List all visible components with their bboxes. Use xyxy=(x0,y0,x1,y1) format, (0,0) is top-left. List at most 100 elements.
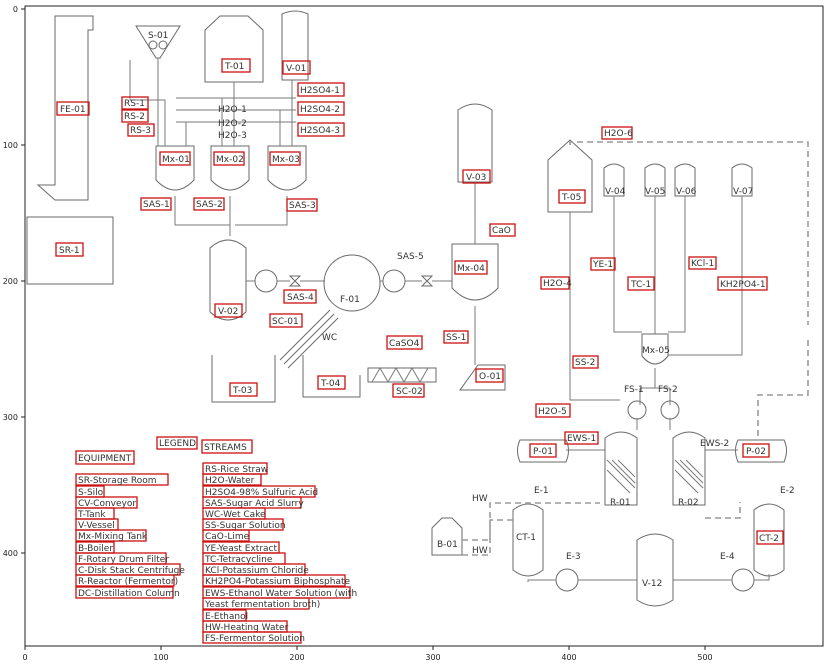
legend-equipment-item: C-Disk Stack Centrifuge xyxy=(75,563,185,576)
label-e3: E-3 xyxy=(566,552,581,562)
label-hw: HW xyxy=(472,546,488,556)
label-rs3: RS-3 xyxy=(127,123,155,137)
label-e2: E-2 xyxy=(780,486,795,496)
svg-text:B-Boiler: B-Boiler xyxy=(78,544,113,554)
svg-text:P-02: P-02 xyxy=(746,447,766,457)
recycle-line xyxy=(569,141,809,440)
x-axis: 0 100 200 300 400 500 xyxy=(22,646,713,662)
legend: LEGEND EQUIPMENT STREAMS SR-Storage Room… xyxy=(75,436,357,644)
pump-e4-shape xyxy=(731,568,755,592)
label-rs2: RS-2 xyxy=(121,109,149,123)
svg-text:T-04: T-04 xyxy=(320,379,341,389)
legend-stream-item: CaO-Lime xyxy=(202,529,250,542)
vessel-v03-shape xyxy=(457,103,493,183)
svg-text:CaSO4: CaSO4 xyxy=(389,339,420,349)
label-b01: B-01 xyxy=(437,540,458,550)
label-v05: V-05 xyxy=(645,187,665,197)
label-kci1: KCl-1 xyxy=(688,256,717,270)
svg-text:R-Reactor (Fermentor): R-Reactor (Fermentor) xyxy=(78,577,178,587)
svg-text:H2O-6: H2O-6 xyxy=(604,129,633,139)
legend-equipment-item: CV-Conveyor xyxy=(75,496,138,509)
legend-stream-item: YE-Yeast Extract xyxy=(202,541,280,554)
y-tick-label: 100 xyxy=(3,141,18,150)
reactor-r01-shape xyxy=(604,431,638,506)
legend-stream-item: HW-Heating Water xyxy=(202,620,289,633)
vessel-v12-shape xyxy=(636,533,674,607)
mixer-mx05-shape xyxy=(641,333,669,365)
svg-text:SC-02: SC-02 xyxy=(396,387,423,397)
svg-text:SAS-2: SAS-2 xyxy=(196,200,223,210)
svg-text:SR-1: SR-1 xyxy=(59,246,80,256)
svg-text:Mx-04: Mx-04 xyxy=(457,264,485,274)
svg-text:Yeast fermentation broth): Yeast fermentation broth) xyxy=(204,600,320,610)
label-ye1: YE-1 xyxy=(590,257,616,271)
svg-text:V-02: V-02 xyxy=(218,307,238,317)
svg-text:T-01: T-01 xyxy=(224,62,244,72)
x-tick-label: 100 xyxy=(153,653,168,662)
label-r02: R-02 xyxy=(678,498,699,508)
legend-stream-item: E-Ethanol xyxy=(202,609,248,622)
label-v03: V-03 xyxy=(462,169,491,184)
label-mx03: Mx-03 xyxy=(269,151,301,166)
label-t01: T-01 xyxy=(221,58,251,73)
svg-text:RS-3: RS-3 xyxy=(130,126,151,136)
storage-room-shape xyxy=(26,216,114,285)
legend-stream-item: H2SO4-98% Sulfuric Acid xyxy=(202,485,318,498)
label-p01: P-01 xyxy=(529,443,557,458)
y-tick-label: 200 xyxy=(3,277,18,286)
pump-fs1-shape xyxy=(627,400,647,420)
legend-stream-item: RS-Rice Straw xyxy=(202,462,268,475)
label-ews1: EWS-1 xyxy=(564,431,599,445)
label-ews2: EWS-2 xyxy=(700,439,729,449)
x-tick-label: 200 xyxy=(289,653,304,662)
mixer-mx04-shape xyxy=(451,243,499,301)
svg-text:KH2PO4-1: KH2PO4-1 xyxy=(720,280,766,290)
legend-title: LEGEND xyxy=(156,436,198,450)
svg-text:SAS-4: SAS-4 xyxy=(287,293,314,303)
vessel-v01-shape xyxy=(281,10,309,81)
svg-text:H2SO4-1: H2SO4-1 xyxy=(300,86,340,96)
pump-shape xyxy=(254,269,278,293)
svg-text:YE-Yeast Extract: YE-Yeast Extract xyxy=(204,544,278,554)
x-tick-label: 500 xyxy=(697,653,712,662)
vessel-p02-shape xyxy=(735,439,787,463)
tank-t04-shape xyxy=(302,355,361,398)
screw-conveyor-sc01-shape xyxy=(279,309,339,369)
vessel-v05-shape xyxy=(644,163,666,197)
label-kh2po41: KH2PO4-1 xyxy=(717,276,768,291)
svg-text:SAS-Sugar Acid Slurry: SAS-Sugar Acid Slurry xyxy=(205,499,304,509)
label-t03: T-03 xyxy=(229,382,258,397)
legend-streams-title: STREAMS xyxy=(201,439,253,454)
pump-e3-shape xyxy=(555,568,579,592)
y-tick-label: 400 xyxy=(3,549,18,558)
label-fe01: FE-01 xyxy=(56,101,90,116)
label-h2o3: H2O-3 xyxy=(218,131,247,141)
label-v02: V-02 xyxy=(214,303,243,318)
column-ct1-shape xyxy=(512,503,544,577)
svg-text:FS-Fermentor Solution: FS-Fermentor Solution xyxy=(205,634,305,644)
label-h2o6: H2O-6 xyxy=(601,126,633,140)
label-sas5: SAS-5 xyxy=(397,252,424,262)
svg-text:SS-2: SS-2 xyxy=(575,358,595,368)
svg-text:F-Rotary Drum Filter: F-Rotary Drum Filter xyxy=(78,555,169,565)
rotary-drum-filter-shape xyxy=(323,254,381,312)
label-e4: E-4 xyxy=(720,552,735,562)
column-ct2-shape xyxy=(753,503,785,577)
label-sas2: SAS-2 xyxy=(193,197,225,211)
label-caso4: CaSO4 xyxy=(386,335,423,350)
oven-shape xyxy=(459,364,506,391)
vessel-v07-shape xyxy=(731,163,753,197)
label-r01: R-01 xyxy=(610,498,631,508)
svg-text:S-Silo: S-Silo xyxy=(78,488,104,498)
label-h2o5: H2O-5 xyxy=(535,403,571,418)
svg-text:Mx-02: Mx-02 xyxy=(216,155,244,165)
label-v07: V-07 xyxy=(733,187,753,197)
label-s01: S-01 xyxy=(148,31,168,41)
svg-text:H2O-4: H2O-4 xyxy=(543,279,572,289)
label-mx01: Mx-01 xyxy=(159,151,191,166)
legend-stream-item: KH2PO4-Potassium Biphosphate xyxy=(202,574,350,587)
label-hw: HW xyxy=(472,494,488,504)
legend-equipment-title: EQUIPMENT xyxy=(75,450,135,465)
label-ss2: SS-2 xyxy=(572,355,599,369)
legend-stream-item: H2O-Water xyxy=(202,473,262,486)
